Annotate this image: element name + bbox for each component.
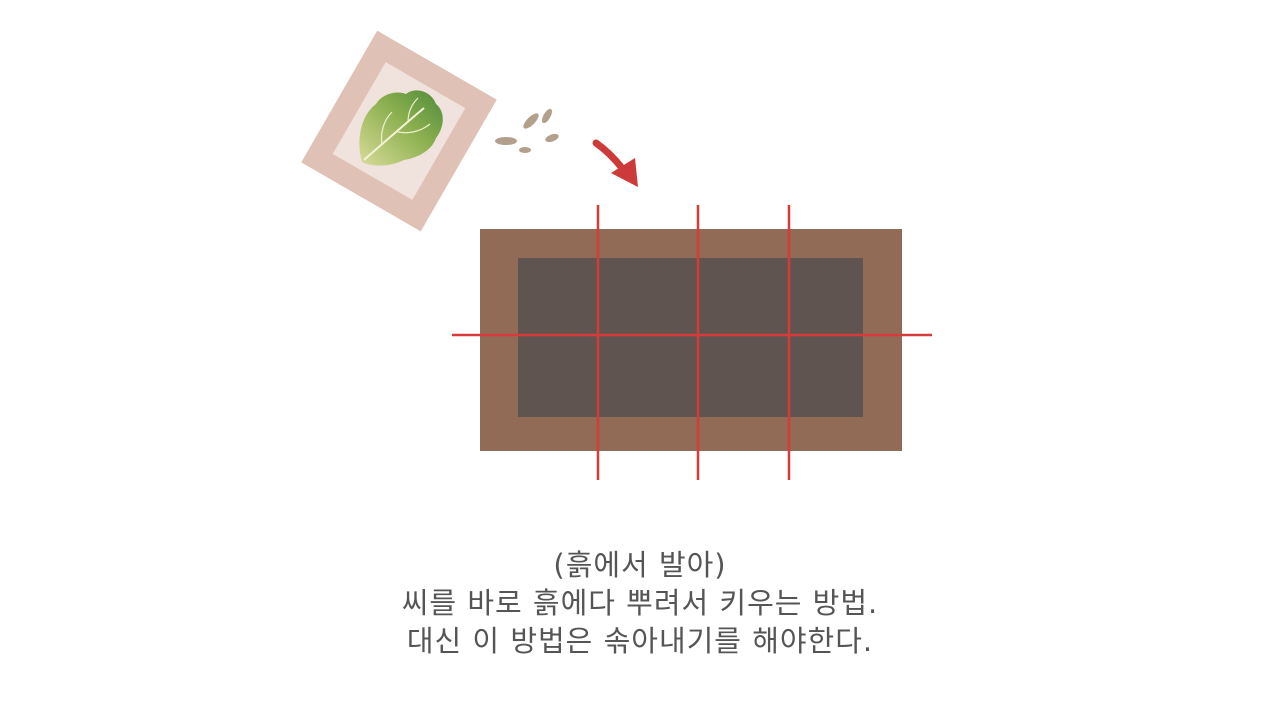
lettuce-seed-packet-icon (301, 30, 497, 232)
planter-box-icon (480, 229, 902, 451)
planter-soil (518, 258, 863, 417)
caption-subtitle: (흙에서 발아) (553, 548, 727, 582)
spacing-grid-lines (452, 205, 932, 480)
caption: (흙에서 발아) 씨를 바로 흙에다 뿌려서 키우는 방법. 대신 이 방법은 … (0, 546, 1280, 660)
caption-note: 대신 이 방법은 솎아내기를 해야한다. (406, 624, 874, 658)
seeds-icon (495, 108, 559, 153)
caption-description: 씨를 바로 흙에다 뿌려서 키우는 방법. (401, 586, 879, 620)
lettuce-icon (359, 90, 443, 166)
curved-arrow-icon (592, 139, 638, 187)
